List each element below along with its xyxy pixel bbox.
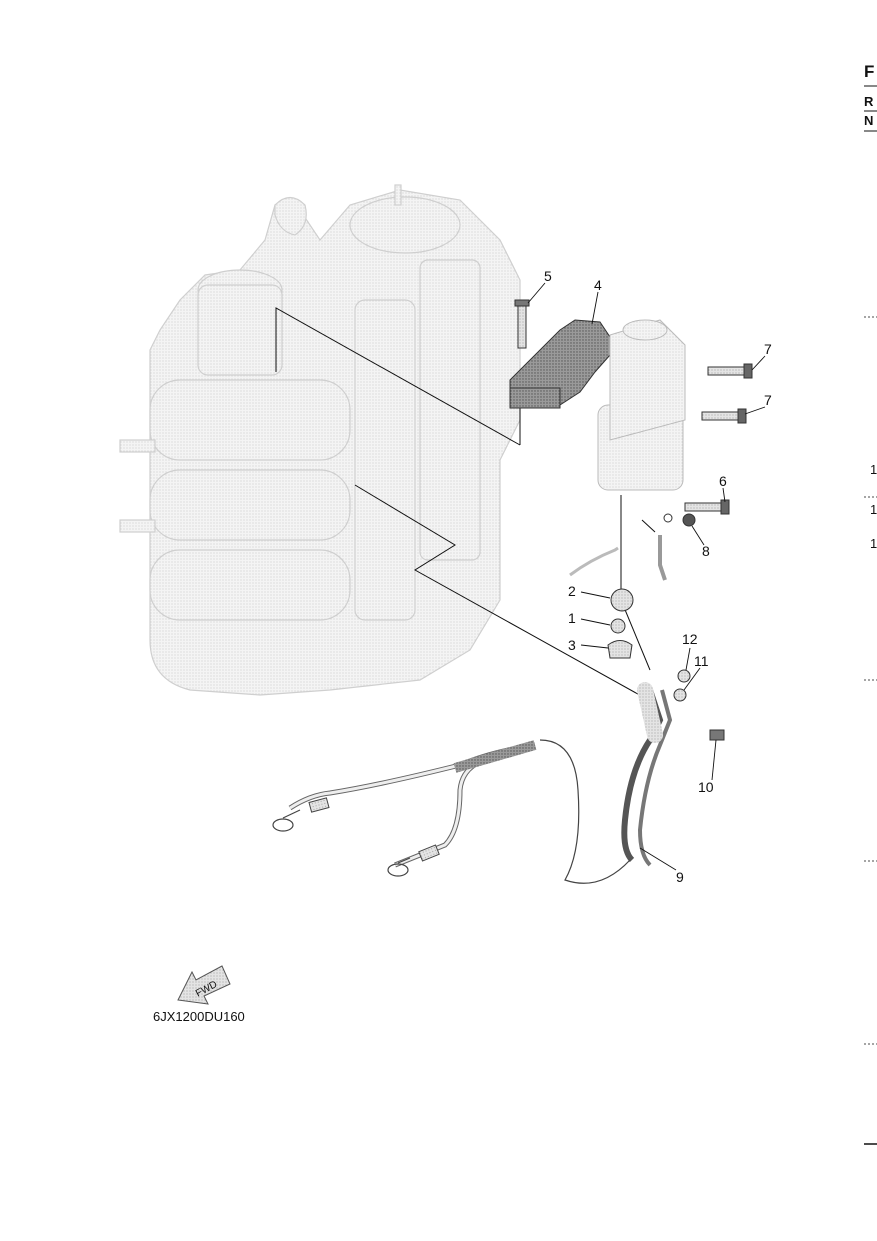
callout-1: 1: [568, 610, 576, 626]
engine-block: [119, 184, 521, 696]
ground-lead: [658, 535, 667, 581]
callout-7-upper: 7: [764, 341, 772, 357]
edge-row-1c: 1: [870, 536, 877, 551]
callout-6: 6: [719, 473, 727, 489]
callout-4: 4: [594, 277, 602, 293]
battery-cable: [272, 682, 673, 884]
edge-letter-r: R: [864, 94, 874, 109]
callout-10: 10: [698, 779, 714, 795]
drawing-code: 6JX1200DU160: [153, 1009, 245, 1024]
starter-motor: [597, 319, 686, 491]
callout-11: 11: [694, 653, 709, 669]
callout-12: 12: [682, 631, 698, 647]
callout-8: 8: [702, 543, 710, 559]
callout-9: 9: [676, 869, 684, 885]
edge-letter-f: F: [864, 62, 874, 81]
page-edge: F R N 1 1 1: [864, 62, 877, 1145]
bolts: [514, 299, 753, 741]
lead-wire: [569, 546, 619, 577]
small-hardware: [607, 588, 691, 702]
callout-5: 5: [544, 268, 552, 284]
callout-7-lower: 7: [764, 392, 772, 408]
edge-letter-n: N: [864, 113, 873, 128]
callout-leaders: [527, 282, 766, 871]
fwd-arrow-icon: FWD: [177, 965, 231, 1005]
bracket-part: [509, 319, 613, 409]
callout-3: 3: [568, 637, 576, 653]
edge-row-1b: 1: [870, 502, 877, 517]
callout-2: 2: [568, 583, 576, 599]
edge-row-1a: 1: [870, 462, 877, 477]
